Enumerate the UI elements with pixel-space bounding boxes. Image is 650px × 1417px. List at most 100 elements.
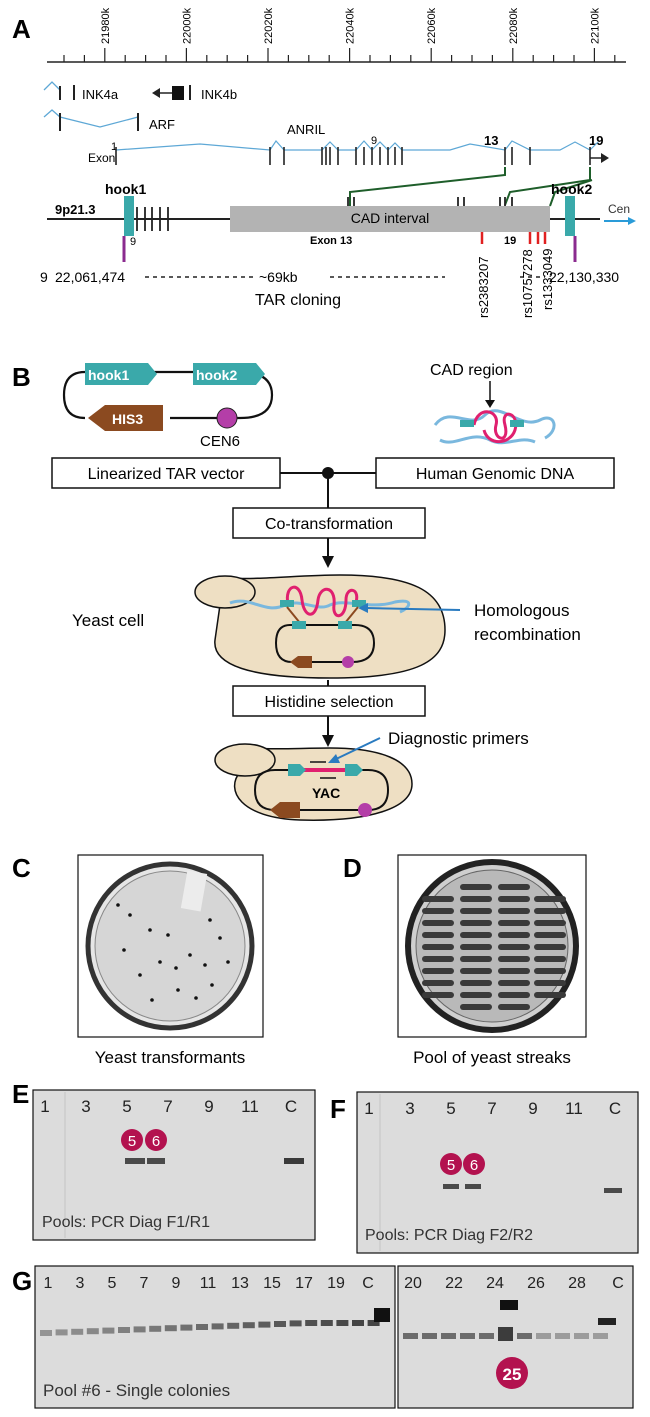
yeast-streak	[498, 932, 530, 938]
panel-c: C Yeast transformants	[12, 853, 264, 1067]
lane-label: 7	[487, 1099, 496, 1118]
gel-band	[258, 1321, 271, 1328]
arrow-right-icon	[601, 153, 609, 163]
genomic-dna-box	[375, 457, 615, 489]
gel-band	[352, 1320, 364, 1326]
highlight-circle	[496, 1357, 528, 1389]
yeast-streak	[422, 980, 454, 986]
lane-label: 19	[327, 1275, 345, 1292]
colony-dot	[176, 988, 180, 992]
yeast-streak	[534, 956, 566, 962]
yeast-streak	[422, 968, 454, 974]
yeast-streak	[460, 956, 492, 962]
panel-d: D Pool of yeast streaks	[343, 853, 587, 1067]
ruler-label: 22000k	[181, 7, 193, 44]
cad-interval-label: CAD interval	[351, 210, 430, 226]
gel-band	[196, 1324, 208, 1330]
yeast-streak	[460, 884, 492, 890]
yac-label: YAC	[312, 785, 340, 801]
yeast-streak	[498, 1004, 530, 1010]
gel-band	[336, 1320, 349, 1326]
colony-dot	[188, 953, 192, 957]
gel-band	[460, 1333, 475, 1339]
caption-g: Pool #6 - Single colonies	[43, 1381, 230, 1400]
gel-band	[555, 1333, 570, 1339]
lane-label: 9	[172, 1275, 181, 1292]
lane-label: 15	[263, 1275, 281, 1292]
arrow-left-icon	[358, 603, 368, 613]
linearized-vector-label: Linearized TAR vector	[88, 466, 245, 483]
yeast-streak	[498, 896, 530, 902]
lane-label: 13	[231, 1275, 249, 1292]
coord-right: 22,130,330	[549, 269, 619, 285]
gel-band	[164, 1325, 177, 1332]
yeast-streak	[498, 884, 530, 890]
gel-band	[517, 1333, 532, 1339]
gel-band	[227, 1322, 240, 1329]
arrow-down-icon	[322, 735, 334, 747]
yeast-streak	[460, 944, 492, 950]
lane-label: 20	[404, 1275, 422, 1292]
lane-label: 3	[405, 1099, 414, 1118]
histidine-label: Histidine selection	[265, 694, 394, 711]
gel-band	[242, 1322, 255, 1329]
panel-label-c: C	[12, 853, 31, 883]
caption-c: Yeast transformants	[95, 1048, 246, 1067]
colony-dot	[128, 913, 132, 917]
gene-label-ink4a: INK4a	[82, 87, 119, 102]
lane-label: C	[612, 1275, 624, 1292]
panel-label-b: B	[12, 362, 31, 392]
exon-label: Exon	[88, 151, 115, 165]
snp-label-1: rs2383207	[476, 257, 491, 318]
colony-dot	[166, 933, 170, 937]
homologous-label: Homologous	[474, 601, 569, 620]
circle-5-e: 5	[128, 1133, 136, 1150]
yeast-streak	[534, 920, 566, 926]
colony-dot	[116, 903, 120, 907]
vector-hook1-label: hook1	[88, 367, 129, 383]
gel-band	[211, 1323, 224, 1330]
circle-6-e: 6	[152, 1133, 160, 1150]
gel-g-left	[34, 1265, 396, 1409]
gel-band	[500, 1300, 518, 1310]
tar-cloning-label: TAR cloning	[255, 292, 341, 309]
ruler-label: 22020k	[263, 7, 275, 44]
lane-label: 1	[364, 1099, 373, 1118]
cad-region-dna: CAD region	[430, 362, 556, 445]
chromosome-9p21: 9p21.3 CAD interval hook1	[47, 181, 636, 262]
his3-label: HIS3	[112, 411, 143, 427]
gel-band	[403, 1333, 418, 1339]
colony-dot	[122, 948, 126, 952]
genomic-dna-label: Human Genomic DNA	[416, 466, 575, 483]
gel-band	[536, 1333, 551, 1339]
panel-b: B hook1 hook2 HIS3 CEN6 CAD region	[12, 362, 615, 821]
yeast-streak	[534, 992, 566, 998]
coord-mid: ~69kb	[259, 269, 298, 285]
highlight-circle	[463, 1153, 485, 1175]
exon-number-19: 19	[589, 133, 603, 148]
gene-ink4b: INK4b	[152, 85, 237, 102]
circle-25-g: 25	[503, 1365, 522, 1384]
yeast-streak	[460, 896, 492, 902]
exon-number-1: 1	[111, 141, 117, 153]
panel-label-d: D	[343, 853, 362, 883]
gel-band-control	[374, 1308, 390, 1322]
cad-interval-bar	[230, 206, 550, 232]
colony-dot	[138, 973, 142, 977]
recombination-label: recombination	[474, 625, 581, 644]
lane-label: 26	[527, 1275, 545, 1292]
snp-label-2: rs10757278	[520, 249, 535, 318]
lane-label: 11	[200, 1275, 217, 1292]
yeast-streak	[498, 968, 530, 974]
colony-dot	[194, 996, 198, 1000]
gene-label-arf: ARF	[149, 117, 175, 132]
gene-anril: ANRIL Exon 1 9 13 19	[88, 122, 609, 165]
colony-dot	[158, 960, 162, 964]
lane-label: 28	[568, 1275, 586, 1292]
cotransformation-label: Co-transformation	[265, 516, 393, 533]
gene-label-anril: ANRIL	[287, 122, 325, 137]
hook1-label: hook1	[105, 181, 146, 197]
